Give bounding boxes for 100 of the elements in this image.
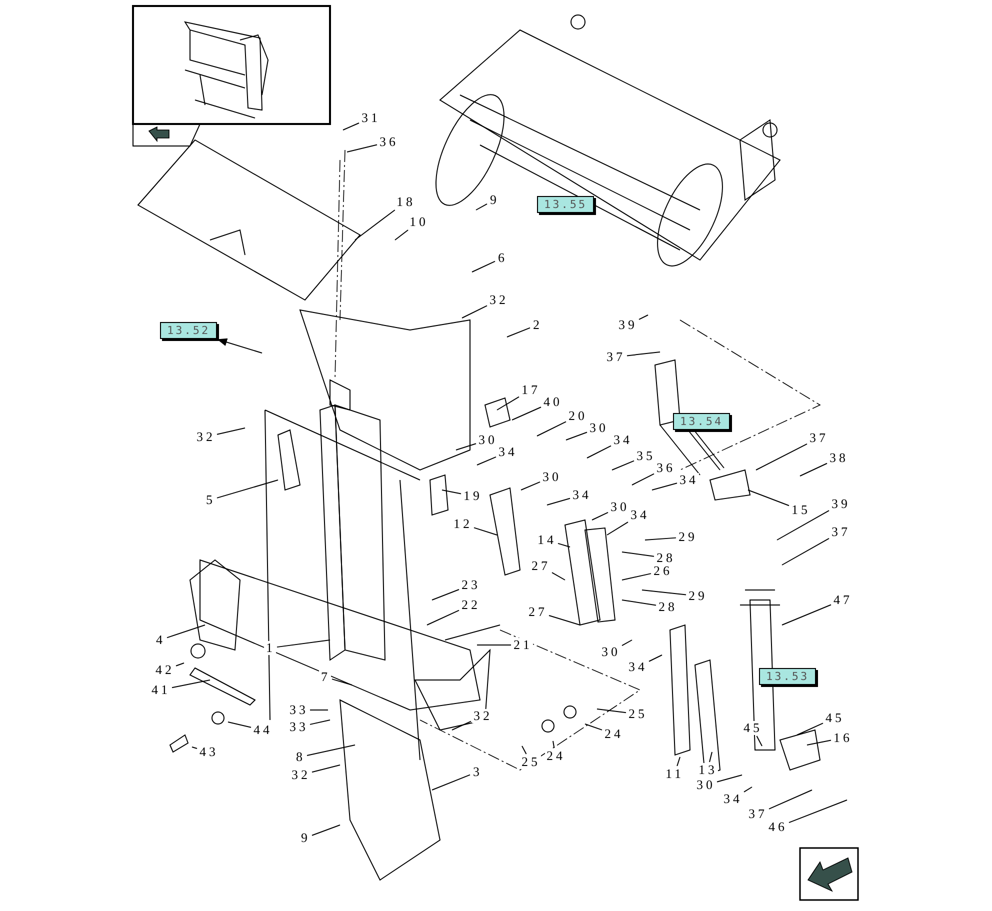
- leader-line: [476, 644, 512, 646]
- callout-number: 34: [678, 473, 698, 487]
- leader-line: [800, 462, 828, 476]
- callout-number: 47: [832, 593, 852, 607]
- leader-line: [788, 800, 848, 824]
- callout-number: 36: [378, 135, 398, 149]
- leader-line: [306, 744, 356, 756]
- callout-number: 25: [520, 755, 540, 769]
- leader-line: [354, 210, 396, 240]
- leader-line: [622, 573, 652, 580]
- leader-line: [536, 421, 566, 436]
- leader-line: [276, 640, 330, 648]
- leader-line: [166, 624, 206, 638]
- leader-line: [216, 428, 246, 435]
- callout-number: 24: [602, 727, 624, 741]
- leader-line: [426, 610, 460, 626]
- callout-number: 34: [628, 508, 650, 522]
- leader-line: [748, 490, 790, 506]
- leader-line: [520, 481, 540, 490]
- leader-line: [394, 230, 409, 240]
- callout-number: 27: [530, 559, 550, 573]
- reference-tag: 13.54: [673, 413, 730, 430]
- leader-line: [462, 305, 488, 318]
- callout-number: 34: [626, 660, 648, 674]
- callout-number: 46: [766, 820, 788, 834]
- leader-line: [432, 774, 470, 790]
- leader-line: [312, 764, 340, 773]
- callout-number: 37: [604, 350, 626, 364]
- leader-line: [622, 552, 654, 557]
- leader-line: [172, 680, 210, 688]
- leader-line: [332, 678, 352, 686]
- leader-line: [632, 473, 654, 486]
- leader-line: [782, 538, 830, 566]
- leader-line: [552, 572, 566, 580]
- reference-tag: 13.53: [759, 668, 816, 685]
- callout-number: 6: [496, 251, 508, 265]
- callout-number: 1: [264, 641, 276, 655]
- leader-line: [652, 482, 678, 490]
- leader-line: [506, 327, 530, 338]
- leader-line: [346, 144, 378, 152]
- leader-line: [558, 542, 570, 548]
- leader-line: [606, 522, 628, 536]
- leader-line: [622, 600, 656, 606]
- leader-line: [716, 774, 742, 782]
- callout-number: 34: [722, 792, 742, 806]
- leader-line: [176, 662, 184, 666]
- reference-tag: 13.55: [537, 196, 594, 213]
- leader-line: [228, 722, 252, 728]
- leader-line: [476, 203, 488, 210]
- leader-line: [592, 512, 608, 520]
- leader-line: [310, 720, 330, 725]
- callout-number: 36: [654, 461, 676, 475]
- callout-number: 14: [536, 533, 556, 547]
- leader-line: [776, 510, 830, 540]
- leader-line: [612, 460, 634, 470]
- leader-line: [472, 260, 496, 272]
- leader-line: [512, 406, 542, 420]
- leader-line: [456, 443, 476, 450]
- leader-line: [642, 590, 686, 596]
- callout-number: 37: [830, 525, 850, 539]
- reference-tag: 13.52: [160, 322, 218, 339]
- leader-line: [644, 537, 676, 540]
- callout-number: 44: [252, 723, 272, 737]
- callout-number: 27: [526, 605, 548, 619]
- leader-line: [622, 640, 632, 646]
- leader-line: [442, 490, 462, 494]
- leader-line: [756, 443, 808, 470]
- leader-line: [796, 722, 824, 736]
- callout-number: 13: [696, 763, 718, 777]
- leader-line: [566, 432, 588, 440]
- callout-number: 26: [652, 564, 672, 578]
- leader-line: [768, 790, 812, 810]
- leader-line: [596, 708, 626, 714]
- leader-line: [342, 122, 360, 130]
- callout-number: 34: [570, 488, 592, 502]
- callout-number: 37: [808, 431, 828, 445]
- leader-line: [432, 588, 460, 600]
- callout-number: 16: [832, 731, 852, 745]
- callout-number: 37: [746, 807, 768, 821]
- leader-line: [216, 480, 278, 498]
- callout-number: 7: [319, 670, 330, 684]
- leader-line: [476, 456, 496, 466]
- callout-number: 4: [154, 633, 166, 647]
- leader-line: [474, 527, 498, 536]
- callout-number: 24: [544, 749, 566, 763]
- leader-line: [312, 824, 340, 836]
- leader-line: [192, 746, 198, 750]
- callout-number: 34: [612, 433, 632, 447]
- leader-line: [744, 786, 752, 792]
- leader-line: [638, 314, 648, 320]
- leader-line: [548, 615, 580, 626]
- leader-line: [782, 604, 832, 626]
- leader-line: [522, 746, 527, 754]
- leader-line: [676, 756, 680, 766]
- leader-line: [626, 352, 660, 356]
- leader-line: [709, 752, 712, 762]
- leader-line: [546, 498, 570, 506]
- leader-line: [552, 740, 555, 748]
- leader-line: [452, 720, 472, 730]
- callout-number: 17: [520, 383, 540, 397]
